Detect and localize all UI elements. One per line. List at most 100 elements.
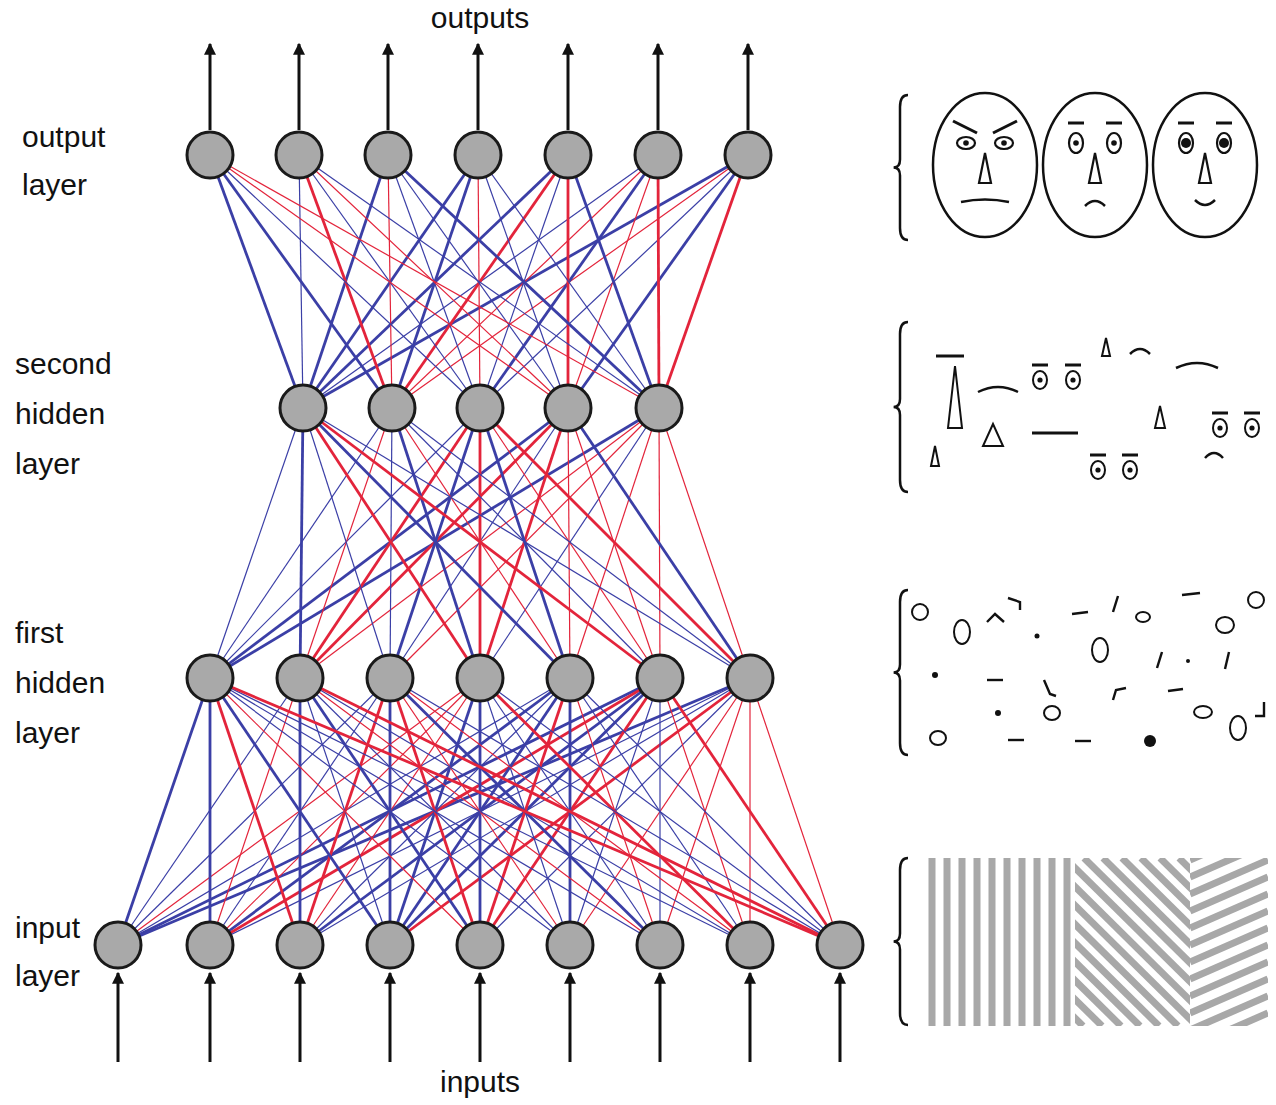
io-arrows <box>118 44 840 1062</box>
line-feature <box>1157 652 1162 668</box>
weight-line <box>300 408 480 678</box>
weight-line <box>118 678 570 945</box>
curly-brace <box>894 95 908 240</box>
ring-feature <box>912 604 928 620</box>
neuron-circle <box>545 385 591 431</box>
weight-line <box>210 155 303 408</box>
weight-line <box>390 678 840 945</box>
weight-line <box>303 408 750 678</box>
line-feature <box>1182 593 1200 595</box>
neuron-circle <box>187 132 233 178</box>
io-arrow <box>747 44 750 130</box>
stripe <box>1190 877 1268 911</box>
neuron-circle <box>367 655 413 701</box>
stripe <box>1190 962 1268 996</box>
neuron-circle <box>545 132 591 178</box>
dot-feature <box>995 710 1001 716</box>
stripe <box>1064 858 1071 1026</box>
ring-feature <box>1092 638 1108 662</box>
line-feature <box>1225 652 1229 669</box>
line-feature <box>1008 598 1020 610</box>
weight-line <box>299 155 659 408</box>
weight-line <box>300 678 840 945</box>
weight-line <box>390 408 659 678</box>
weight-line <box>210 678 660 945</box>
ring-feature <box>930 731 946 745</box>
stripe <box>989 858 996 1026</box>
stripe <box>1034 858 1041 1026</box>
weight-line <box>209 678 212 945</box>
label-slot: outputs <box>380 0 580 36</box>
weight-line <box>210 155 659 408</box>
ring-feature <box>1230 716 1246 740</box>
io-arrow <box>298 44 301 130</box>
weight-line <box>300 408 568 678</box>
weight-line <box>659 408 750 678</box>
curly-brace <box>894 858 908 1025</box>
stripe <box>1190 894 1268 928</box>
stripe <box>1160 858 1190 1026</box>
weight-line <box>303 408 480 678</box>
neuron-circle <box>637 922 683 968</box>
weight-line <box>392 155 748 408</box>
line-feature <box>1168 689 1183 691</box>
neuron-circle <box>727 655 773 701</box>
io-arrow <box>479 973 482 1062</box>
weight-line <box>210 408 568 678</box>
io-arrow <box>569 973 572 1062</box>
weight-line <box>210 678 300 945</box>
io-arrow <box>839 973 842 1062</box>
neuron-circle <box>187 655 233 701</box>
braces <box>894 95 908 1025</box>
label-slot: second hidden layer <box>15 339 130 489</box>
io-arrow <box>389 973 392 1062</box>
weight-line <box>568 155 658 408</box>
io-arrow <box>209 44 212 130</box>
curly-brace <box>894 590 908 755</box>
weight-line <box>568 408 750 678</box>
weight-line <box>303 155 478 408</box>
neuron-circle <box>637 655 683 701</box>
neuron-circle <box>365 132 411 178</box>
stripe-field <box>1190 858 1268 1026</box>
layer-label: outputs <box>380 0 580 36</box>
line-feature <box>1008 739 1024 741</box>
stripe-field <box>932 858 1067 1026</box>
label-slot: inputs <box>380 1064 580 1100</box>
weight-line <box>300 408 659 678</box>
stripe <box>1190 860 1268 894</box>
weight-line <box>210 408 303 678</box>
weight-line <box>210 408 659 678</box>
weight-line <box>118 678 660 945</box>
weight-line <box>210 678 480 945</box>
layer-label: inputs <box>380 1064 580 1100</box>
weight-line <box>480 155 748 408</box>
weight-line <box>303 408 390 678</box>
stripe-patterns <box>875 724 1276 1105</box>
stripe <box>974 858 981 1026</box>
weight-line <box>658 155 659 408</box>
weight-line <box>303 155 748 408</box>
weight-line <box>660 678 840 945</box>
stripe <box>1049 858 1056 1026</box>
line-feature <box>1113 688 1126 700</box>
neuron-circle <box>547 922 593 968</box>
weight-line <box>210 155 568 408</box>
weight-line <box>210 678 750 945</box>
face-drawing <box>1153 93 1257 237</box>
io-arrow <box>387 44 390 130</box>
ring-feature <box>1248 592 1264 608</box>
weight-line <box>118 678 750 945</box>
face-drawing <box>933 93 1037 237</box>
ring-feature <box>1136 612 1150 622</box>
neuron-circle <box>280 385 326 431</box>
weight-line <box>303 408 570 678</box>
layer-label: output layer <box>22 113 137 209</box>
io-arrow <box>749 973 752 1062</box>
io-arrow <box>657 44 660 130</box>
stripe <box>944 858 951 1026</box>
weight-line <box>480 408 570 678</box>
ring-feature <box>954 620 970 644</box>
